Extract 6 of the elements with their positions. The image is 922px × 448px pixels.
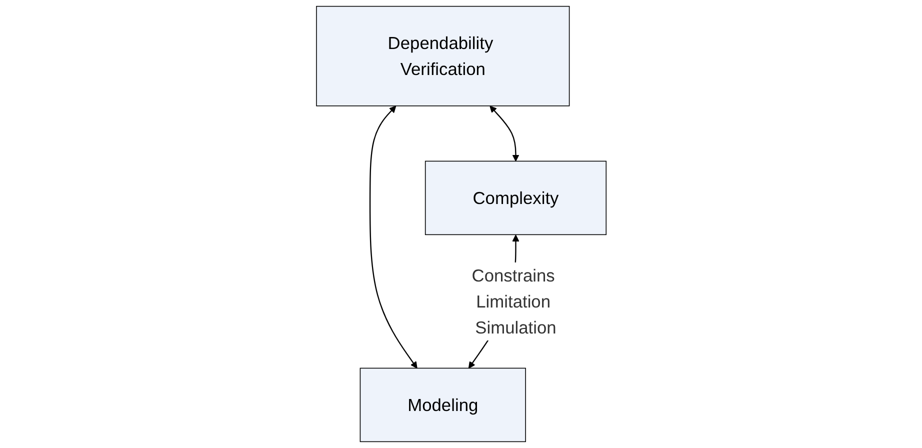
node-box: Modeling: [360, 368, 526, 442]
node-box: Dependability Verification: [316, 6, 570, 106]
arrow: [369, 106, 418, 369]
node-box: Complexity: [424, 160, 606, 236]
arrow: [489, 106, 519, 162]
edge-label: Constrains Limitation Simulation: [471, 265, 556, 338]
